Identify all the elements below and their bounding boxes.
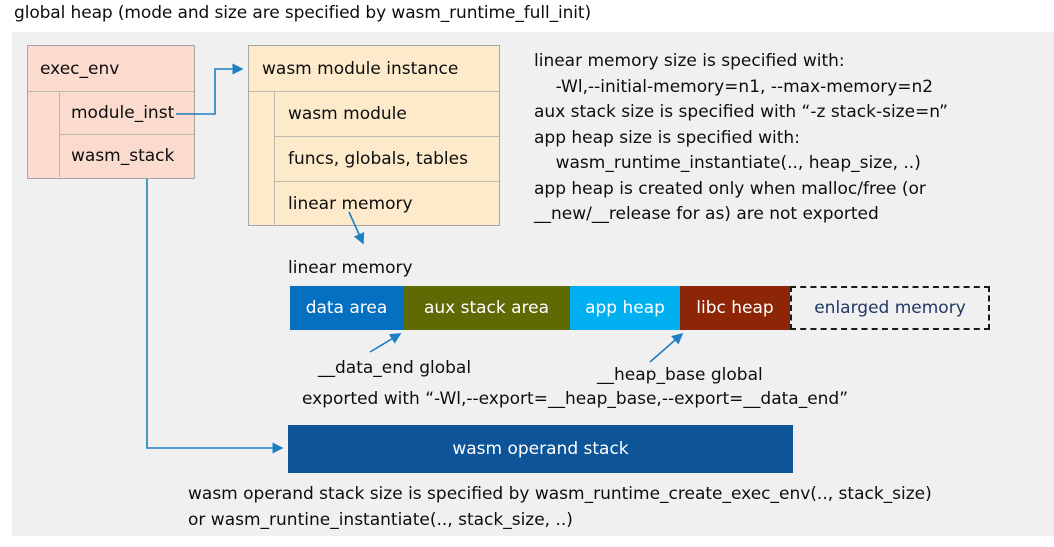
memory-segment-data-area: data area	[290, 286, 403, 330]
exec-env-field-label: wasm_stack	[71, 146, 175, 166]
module-instance-field-funcs-globals-tables: funcs, globals, tables	[275, 137, 499, 182]
operand-stack-notes: wasm operand stack size is specified by …	[188, 484, 932, 530]
module-instance-header-row: wasm module instance	[249, 46, 499, 92]
page-title: global heap (mode and size are specified…	[14, 3, 591, 23]
linear-memory-notes: linear memory size is specified with: -W…	[534, 51, 948, 224]
exec-env-field-label: module_inst	[71, 103, 175, 123]
linear-memory-caption: linear memory	[288, 258, 413, 278]
exec-env-field-module-inst: module_inst	[60, 92, 194, 135]
module-instance-header-label: wasm module instance	[262, 58, 459, 79]
memory-segment-label: enlarged memory	[814, 298, 966, 318]
exec-env-header-label: exec_env	[40, 58, 120, 79]
wasm-module-instance-box: wasm module instance wasm module funcs, …	[248, 45, 500, 226]
heap-base-pointer-label: __heap_base global	[597, 365, 763, 385]
module-instance-indent-column	[249, 92, 275, 225]
module-instance-field-linear-memory: linear memory	[275, 182, 499, 225]
exec-env-box: exec_env module_inst wasm_stack	[27, 45, 195, 179]
exec-env-field-wasm-stack: wasm_stack	[60, 135, 194, 177]
memory-segment-label: app heap	[585, 298, 665, 318]
exec-env-indent-column	[28, 92, 60, 177]
wasm-operand-stack-label: wasm operand stack	[452, 439, 629, 459]
memory-segment-libc-heap: libc heap	[680, 286, 790, 330]
memory-segment-aux-stack-area: aux stack area	[403, 286, 570, 330]
memory-segment-label: data area	[305, 298, 388, 318]
module-instance-field-label: linear memory	[288, 193, 413, 214]
linear-memory-bar: data area aux stack area app heap libc heap…	[290, 286, 990, 330]
wasm-operand-stack-bar: wasm operand stack	[288, 425, 793, 473]
exec-env-header-row: exec_env	[28, 46, 194, 92]
memory-segment-label: libc heap	[696, 298, 774, 318]
memory-segment-enlarged-memory: enlarged memory	[790, 286, 990, 330]
memory-segment-app-heap: app heap	[570, 286, 680, 330]
module-instance-field-label: funcs, globals, tables	[288, 149, 468, 169]
memory-segment-label: aux stack area	[423, 298, 550, 318]
data-end-pointer-label: __data_end global	[318, 358, 472, 378]
module-instance-field-label: wasm module	[288, 104, 407, 124]
module-instance-field-wasm-module: wasm module	[275, 92, 499, 137]
exported-with-label: exported with “-Wl,--export=__heap_base,…	[302, 389, 849, 409]
